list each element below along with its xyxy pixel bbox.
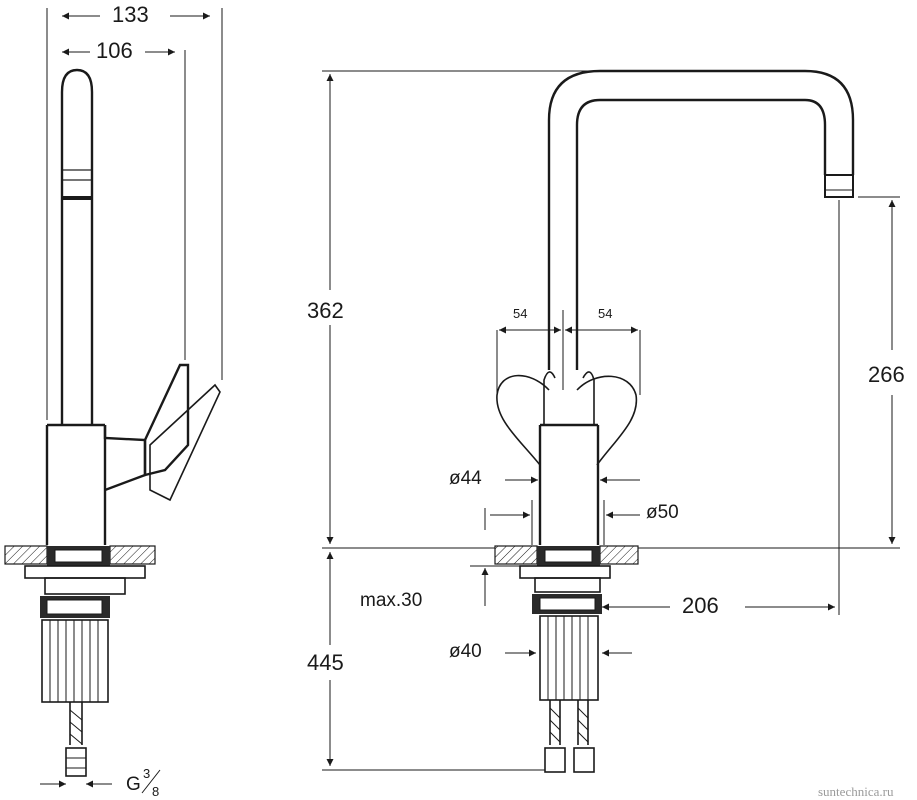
label-d40: ø40 bbox=[449, 641, 482, 662]
side-lever bbox=[143, 363, 190, 477]
side-lever-raised bbox=[149, 383, 221, 502]
label-445: 445 bbox=[307, 650, 344, 675]
watermark: suntechnica.ru bbox=[818, 784, 894, 799]
label-266: 266 bbox=[868, 362, 905, 387]
label-d50: ø50 bbox=[646, 502, 679, 523]
label-thread-size: G 3 8 bbox=[126, 766, 161, 799]
label-thread-g: G bbox=[126, 774, 141, 795]
label-133: 133 bbox=[112, 2, 149, 27]
side-hoses bbox=[40, 619, 112, 788]
label-54-left: 54 bbox=[513, 306, 527, 321]
side-view bbox=[4, 8, 223, 788]
label-362: 362 bbox=[307, 298, 344, 323]
label-54-right: 54 bbox=[598, 306, 612, 321]
label-thread-den: 8 bbox=[152, 784, 159, 799]
label-thread-num: 3 bbox=[143, 766, 150, 781]
side-spout bbox=[60, 68, 94, 425]
front-spout bbox=[547, 69, 855, 370]
front-counter-left bbox=[494, 545, 538, 565]
label-206: 206 bbox=[682, 593, 719, 618]
front-view bbox=[322, 69, 900, 773]
front-body bbox=[538, 423, 600, 545]
label-d44: ø44 bbox=[449, 468, 482, 489]
side-counter-right bbox=[109, 545, 156, 565]
label-max30: max.30 bbox=[360, 590, 422, 611]
front-counter-right bbox=[599, 545, 639, 565]
label-106: 106 bbox=[96, 38, 133, 63]
front-hoses bbox=[539, 615, 599, 773]
front-handle-swing-right bbox=[576, 375, 638, 466]
side-body bbox=[45, 423, 107, 545]
side-counter-left bbox=[4, 545, 48, 565]
